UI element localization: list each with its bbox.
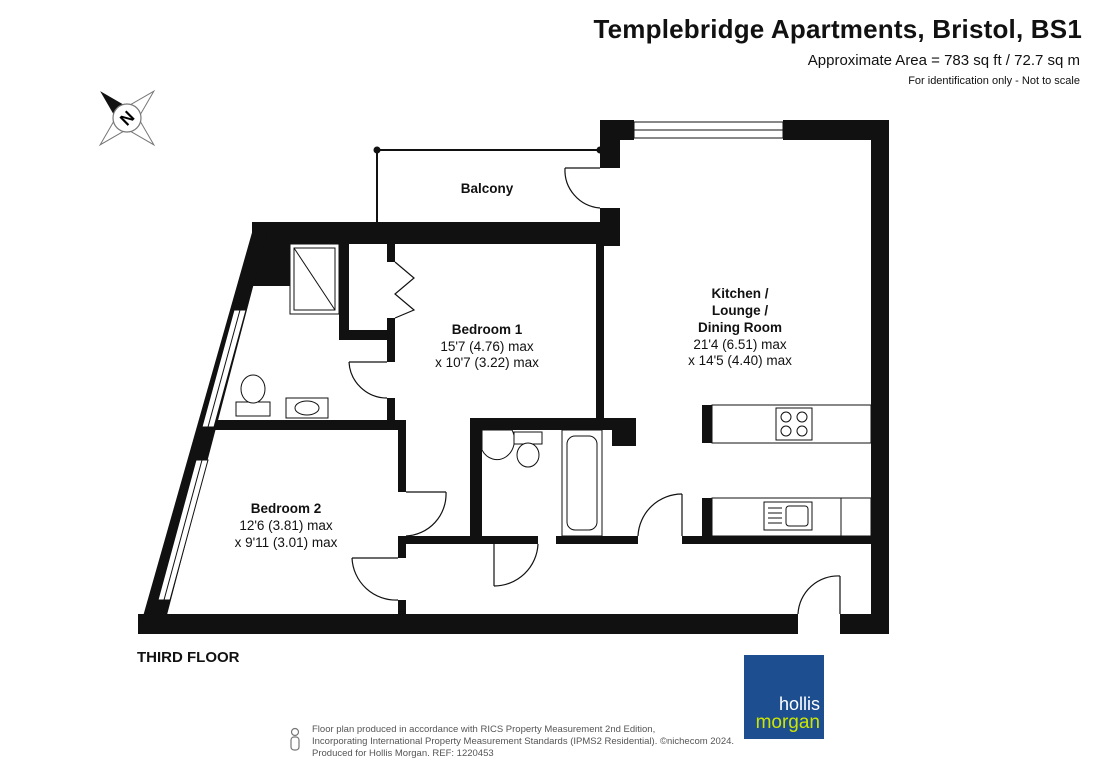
door (348, 167, 841, 615)
window (157, 309, 247, 601)
logo-text: hollis (778, 694, 820, 714)
sink-icon (763, 501, 813, 531)
approximate-area: Approximate Area = 783 sq ft / 72.7 sq m (807, 52, 1080, 69)
walls (138, 120, 889, 634)
footer-line: Floor plan produced in accordance with R… (312, 724, 656, 735)
hob-icon (775, 407, 813, 441)
balcony-railing (376, 149, 600, 224)
footer-line: Incorporating International Property Mea… (312, 736, 735, 747)
railing-post (373, 146, 381, 154)
toilet-icon (235, 374, 271, 417)
footer-notes: Floor plan produced in accordance with R… (312, 724, 734, 760)
room-dim-kitchen: x 14'5 (4.40) max (688, 353, 792, 368)
room-name-bedroom1: Bedroom 1 (452, 322, 523, 337)
room-name-kitchen: Kitchen / (711, 286, 768, 301)
room-dim-kitchen: 21'4 (6.51) max (693, 337, 787, 352)
room-dim-bedroom1: 15'7 (4.76) max (440, 339, 534, 354)
room-name-bedroom2: Bedroom 2 (251, 501, 322, 516)
basin-icon (481, 429, 515, 461)
shower-icon (289, 243, 340, 315)
hollis-morgan-logo: hollis morgan (744, 655, 824, 739)
toilet-icon (513, 431, 543, 468)
scale-note: For identification only - Not to scale (908, 75, 1080, 87)
kitchen-counter (711, 404, 872, 537)
room-dim-bedroom2: x 9'11 (3.01) max (235, 535, 338, 550)
floor-label: THIRD FLOOR (137, 649, 240, 666)
compass-icon (98, 89, 156, 147)
basin-icon (285, 397, 329, 419)
room-dim-bedroom1: x 10'7 (3.22) max (435, 355, 539, 370)
footer-line: Produced for Hollis Morgan. REF: 1220453 (312, 748, 494, 759)
page-title: Templebridge Apartments, Bristol, BS1 (593, 14, 1082, 44)
room-name-balcony: Balcony (461, 181, 514, 196)
window (633, 121, 784, 139)
person-icon (290, 727, 300, 751)
room-name-kitchen: Lounge / (712, 303, 768, 318)
logo-text: morgan (755, 712, 820, 733)
room-name-kitchen: Dining Room (698, 320, 782, 335)
room-dim-bedroom2: 12'6 (3.81) max (239, 518, 333, 533)
bath-icon (561, 429, 603, 537)
